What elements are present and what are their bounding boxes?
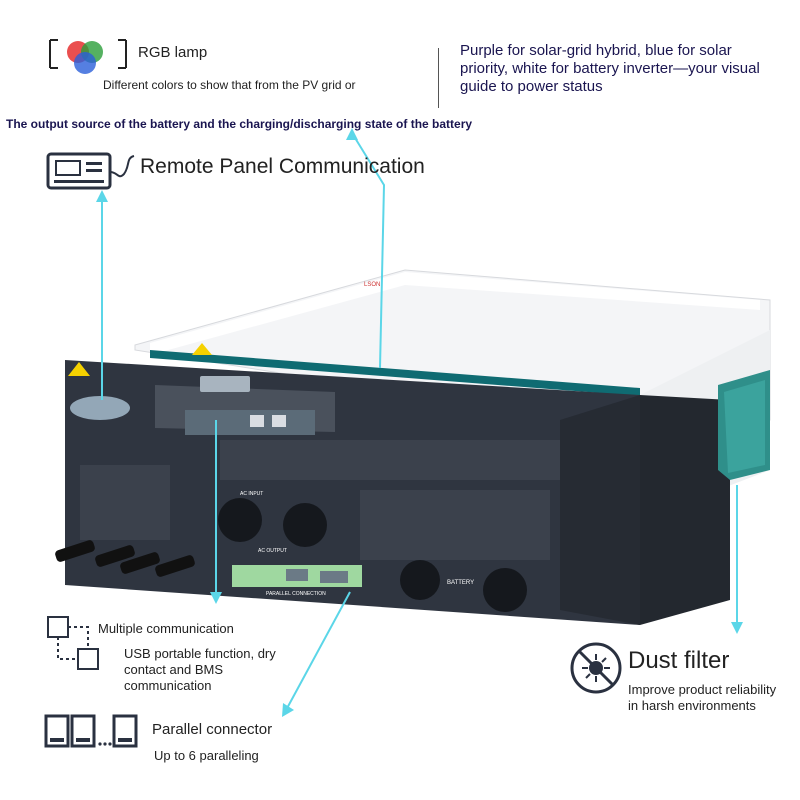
lcd-screen <box>200 376 250 392</box>
battery-port-1 <box>400 560 440 600</box>
battery-port-2 <box>483 568 527 612</box>
rgb-lamp-icon <box>49 39 127 74</box>
vent-grille-left <box>80 465 170 540</box>
arrow-dust <box>731 622 743 634</box>
divider <box>438 48 439 108</box>
device-front-right <box>560 395 640 625</box>
arrow-remote <box>96 190 108 202</box>
dust-filter-title: Dust filter <box>628 647 730 674</box>
parallel-callout-line <box>284 591 351 713</box>
ac-input-port <box>218 498 262 542</box>
arrow-multi <box>210 592 222 604</box>
rgb-callout-line <box>351 132 386 369</box>
arrow-parallel <box>282 703 294 717</box>
callout-lines <box>101 132 738 713</box>
warning-label-left <box>68 362 90 376</box>
pv-connectors <box>55 540 195 577</box>
warning-label-top <box>192 343 212 355</box>
device-side-panel <box>640 395 730 625</box>
rj45-port-2 <box>272 415 286 427</box>
rgb-color-note: Purple for solar-grid hybrid, blue for s… <box>460 42 760 95</box>
multiple-communication-title: Multiple communication <box>98 621 234 636</box>
device-top-highlight <box>150 272 760 355</box>
device-top-stripe <box>150 350 640 396</box>
remote-port-plate <box>70 396 130 420</box>
parallel-connection-label: PARALLEL CONNECTION <box>266 591 326 597</box>
dust-filter-description: Improve product reliability in harsh env… <box>628 682 777 713</box>
parallel-connector-description: Up to 6 paralleling <box>154 748 259 763</box>
vent-grille-top <box>220 440 560 480</box>
arrow-rgb <box>346 128 358 140</box>
db9-port-2 <box>320 571 348 583</box>
output-source-caption: The output source of the battery and the… <box>6 117 473 131</box>
ac-output-port <box>283 503 327 547</box>
ac-output-label: AC OUTPUT <box>258 548 287 554</box>
parallel-connector-title: Parallel connector <box>152 721 273 738</box>
rgb-lamp-description: Different colors to show that from the P… <box>103 78 356 92</box>
brand-label: LSON <box>364 282 380 288</box>
remote-panel-icon <box>46 152 135 190</box>
multiple-communication-icon <box>47 616 99 670</box>
battery-label: BATTERY <box>447 580 474 586</box>
rgb-lamp-title: RGB lamp <box>138 44 208 61</box>
vent-grille-right <box>360 490 550 560</box>
dust-filter-icon <box>570 642 622 694</box>
rj45-port-1 <box>250 415 264 427</box>
parallel-connector-icon <box>44 714 138 748</box>
multiple-communication-description: USB portable function, dry contact and B… <box>124 646 276 693</box>
db9-port-1 <box>286 569 308 581</box>
remote-panel-title: Remote Panel Communication <box>140 155 425 178</box>
dust-filter-grille <box>724 380 765 473</box>
ac-input-label: AC INPUT <box>240 491 263 497</box>
